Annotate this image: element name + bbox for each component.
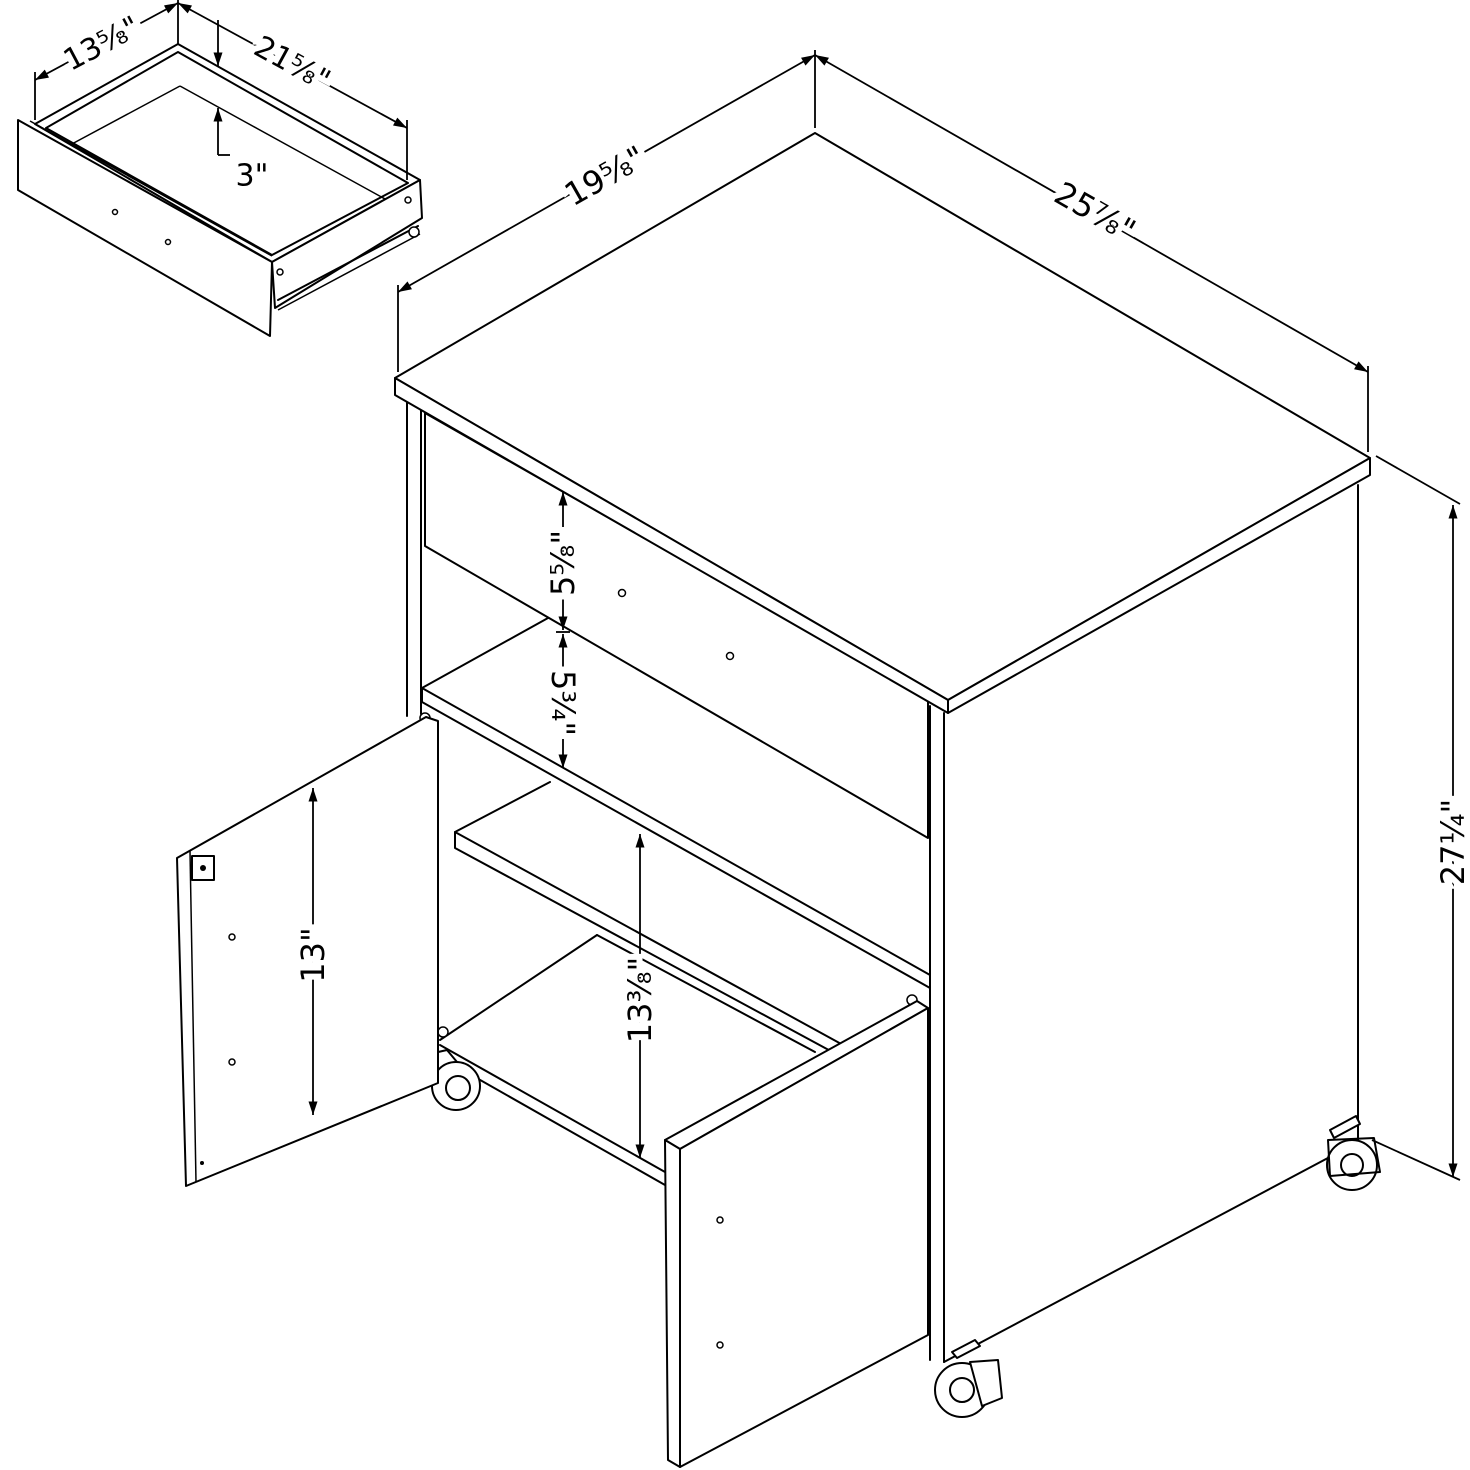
drawer-front-hole-corner [276,268,284,276]
height-extension-top [1375,455,1461,505]
drawer-front-panel [17,119,273,337]
front-caster [934,1339,1003,1418]
back-left-caster-wheel [431,1061,481,1111]
drawer-width-label: 21⅝" [248,29,336,99]
bottom-panel-back-edge [596,934,816,1053]
drawer-floor-edge-left [69,85,181,146]
front-caster-hub [949,1377,975,1403]
lower-compartment-label: 13⅜" [621,957,659,1043]
left-door-edge [189,850,197,1183]
left-door-panel [176,716,439,1187]
drawer-depth-label: 13⅝" [58,10,146,79]
width-dimension-line [814,54,1369,373]
right-caster-hub [1340,1153,1364,1177]
drawer-opening-label: 5⅝" [544,530,582,596]
right-panel-bottom-edge [943,1141,1359,1363]
front-caster-mount-plate [951,1339,981,1359]
left-door-hole-corner [200,1161,204,1165]
cabinet-drawer-hole-left [617,588,627,598]
drawer-side-hole [404,196,412,204]
right-caster-bracket [1327,1137,1381,1177]
drawer-height-label: 3" [236,159,269,194]
cabinet-drawer-hole-right [725,651,735,661]
right-door-hole-upper [716,1216,724,1224]
left-door-hole-upper [228,933,236,941]
drawer-front-hole-left [111,208,119,216]
bottom-panel-back-left-edge [439,934,598,1041]
left-door-hinge-screw [200,865,206,871]
drawer-front-hole-right [164,238,172,246]
bottom-panel-front-edge [439,1044,666,1173]
depth-dimension-line [397,54,816,293]
drawer-slide-rail [277,225,419,301]
back-left-caster-hub [445,1075,471,1101]
height-extension-bottom [1371,1139,1461,1181]
fixed-shelf-back-edge [421,617,549,689]
bottom-panel-lower-edge [444,1059,666,1186]
depth-label: 19⅝" [558,138,652,214]
adjustable-shelf-back-edge [454,781,551,833]
shelf-gap-label: 5¾" [544,670,582,736]
hinge-pivot-lower-left [437,1026,449,1038]
drawer-front-top-edge [29,120,273,257]
cabinet [176,132,1381,1468]
drawer-slide-rail-lower [277,233,421,311]
top-slab-surface [394,132,1371,701]
fixed-shelf-front-edge [421,687,931,989]
height-label: 27¼" [1434,799,1470,885]
right-caster [1326,1115,1381,1191]
right-door-panel [679,1007,929,1468]
right-caster-mount-plate [1329,1115,1361,1139]
drawer-depth-dimension-line [34,2,179,81]
right-caster-wheel [1326,1139,1378,1191]
width-label: 25⅞" [1048,174,1142,250]
left-door-hole-lower [228,1058,236,1066]
drawer-slide-screw [408,226,420,238]
right-door-side-edge [664,1139,681,1468]
door-height-label: 13" [294,927,332,982]
drawer-detail: 13⅝" 21⅝" 3" [17,0,423,337]
right-door [664,1000,929,1468]
drawer-width-dimension-line [177,2,408,129]
left-door [176,716,439,1187]
right-door-hole-lower [716,1341,724,1349]
front-caster-bracket [969,1359,1003,1407]
top-slab-right-edge [947,457,1371,714]
